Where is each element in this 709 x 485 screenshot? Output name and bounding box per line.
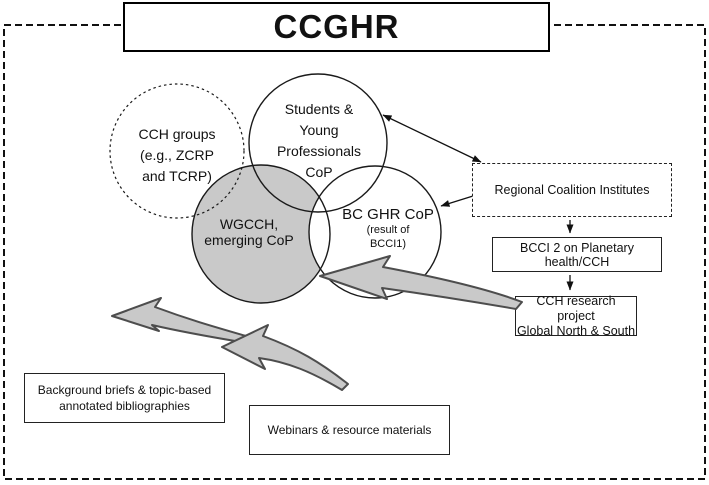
title-box: CCGHR: [123, 2, 550, 52]
cch-research-box: CCH research project Global North & Sout…: [515, 293, 637, 338]
regional-coalition-box: Regional Coalition Institutes: [472, 163, 672, 217]
wgcch-line: emerging CoP: [204, 232, 294, 248]
background-briefs-line: annotated bibliographies: [59, 399, 190, 413]
cch-groups-line: CCH groups: [138, 126, 216, 142]
wgcch-circle-outline: [191, 164, 331, 304]
bcci2-box: BCCI 2 on Planetary health/CCH: [492, 237, 662, 272]
webinars-label: Webinars & resource materials: [267, 423, 432, 437]
page-dashed-border: [3, 24, 706, 480]
students-line: Students &: [284, 101, 354, 117]
background-briefs-box: Background briefs & topic-based annotate…: [24, 373, 225, 423]
students-regional-double-arrow: [382, 114, 482, 163]
wgcch-line: WGCCH,: [219, 216, 279, 232]
bcci2-label: BCCI 2 on Planetary health/CCH: [520, 240, 634, 269]
students-line: Professionals: [276, 143, 362, 159]
cch-groups-label: CCH groups (e.g., ZCRP and TCRP): [97, 124, 257, 187]
regional-to-bcghr-arrow: [440, 195, 474, 207]
page-title: CCGHR: [273, 8, 400, 45]
cch-groups-line: and TCRP): [142, 168, 212, 184]
background-briefs-line: Background briefs & topic-based: [37, 383, 212, 397]
bcghr-title-line: BC GHR CoP: [342, 206, 434, 223]
cch-research-line: Global North & South: [516, 323, 636, 338]
webinars-box: Webinars & resource materials: [249, 405, 450, 455]
wgcch-label: WGCCH, emerging CoP: [174, 216, 324, 248]
students-label: Students & Young Professionals CoP: [244, 99, 394, 183]
regional-coalition-label: Regional Coalition Institutes: [494, 183, 650, 197]
cch-groups-circle: [109, 83, 245, 219]
cch-research-line: CCH research project: [536, 293, 616, 323]
students-line: Young: [299, 122, 339, 138]
wgcch-circle: [192, 165, 330, 303]
cch-groups-line: (e.g., ZCRP: [140, 147, 214, 163]
students-line: CoP: [305, 164, 333, 180]
bcghr-label: BC GHR CoP (result of BCCI1): [323, 206, 453, 251]
bcghr-sub-line: BCCI1): [369, 238, 407, 250]
bcghr-sub-line: (result of: [366, 224, 410, 236]
